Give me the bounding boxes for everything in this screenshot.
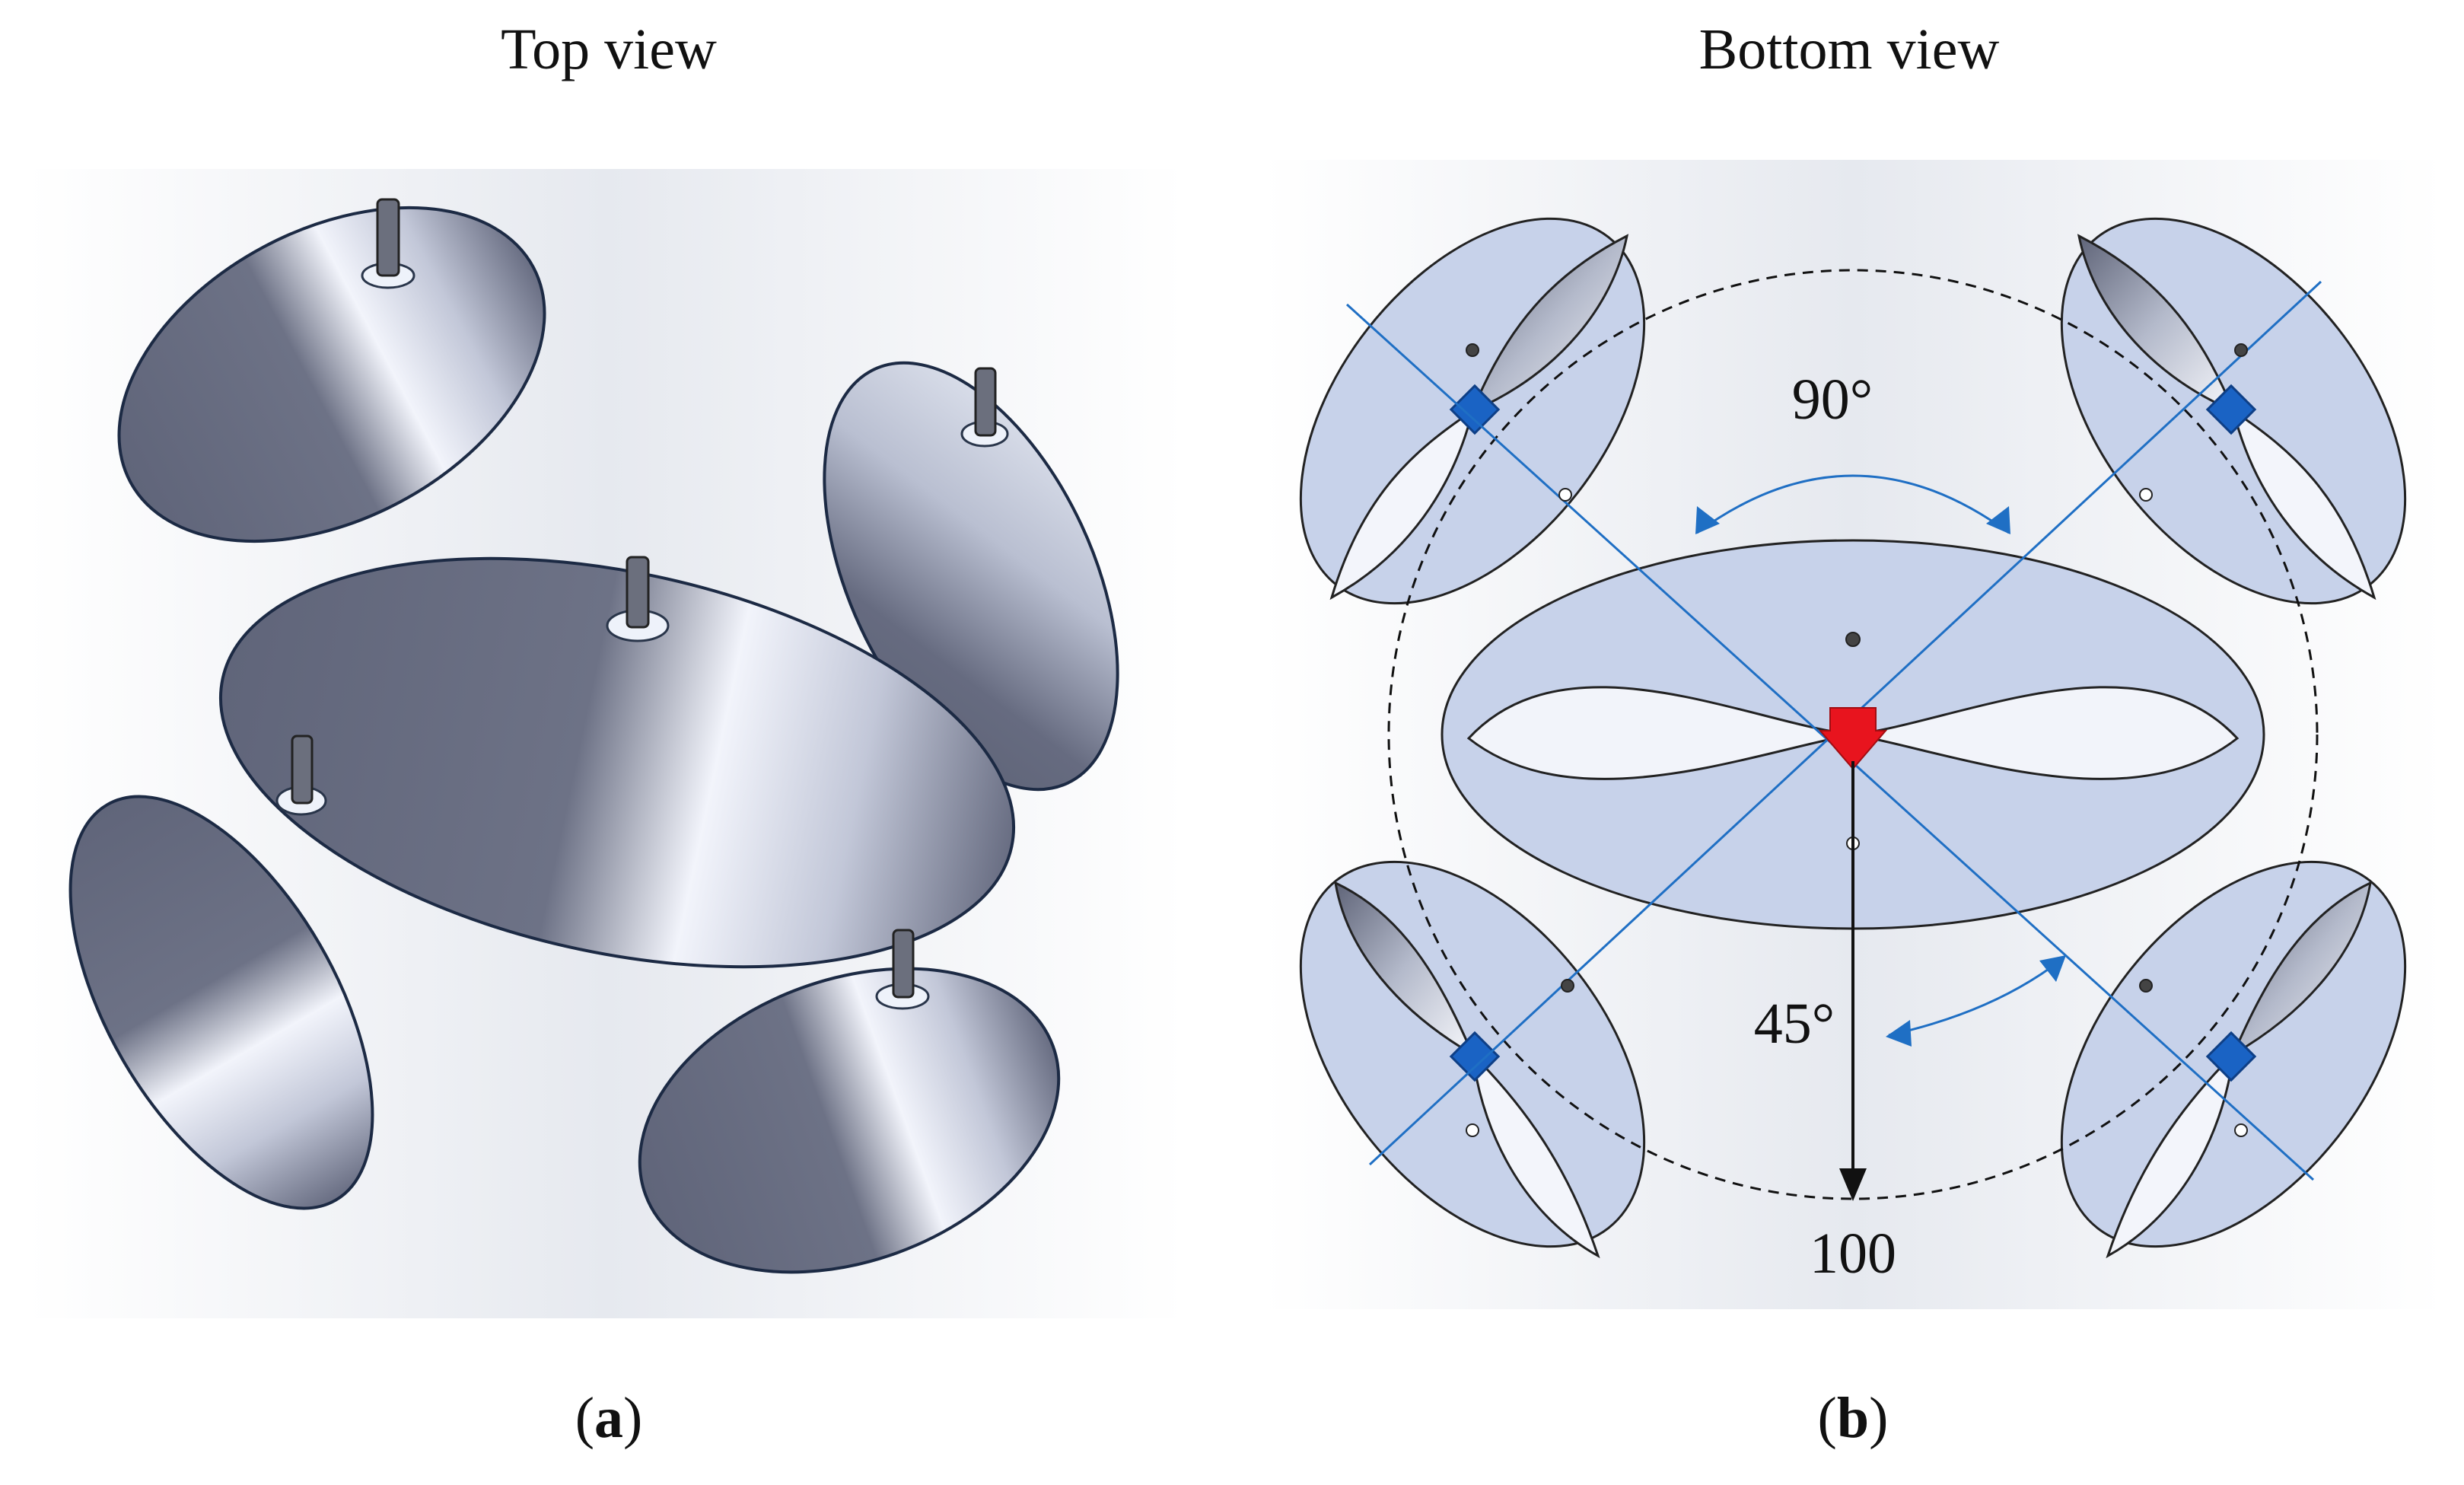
distance-label: 100: [1810, 1222, 1896, 1286]
footprint-upper-left: [1299, 217, 1646, 605]
angle-arc-45: [1886, 955, 2066, 1047]
reference-circle: [1387, 269, 2319, 1200]
caption-b-close: ): [1869, 1386, 1889, 1450]
top-view-panel: [27, 169, 1184, 1318]
mounting-dots: [1466, 343, 2248, 1137]
caption-a-close: ): [623, 1386, 643, 1450]
angle-arc-90: [1695, 474, 2010, 534]
nozzle-lower-left: [68, 735, 374, 1210]
angle-45-label: 45°: [1754, 992, 1835, 1056]
caption-a-open: (: [575, 1386, 594, 1450]
bottom-view-panel: 90° 45° 100: [1263, 160, 2443, 1309]
caption-b-letter: b: [1836, 1386, 1870, 1450]
top-view-title: Top view: [501, 18, 717, 81]
center-nozzle-marker: [1818, 707, 1888, 770]
nozzle-lower-right: [638, 929, 1061, 1274]
caption-a-letter: a: [594, 1386, 623, 1450]
bottom-view-title: Bottom view: [1698, 18, 2000, 81]
radius-arrow: [1839, 761, 1867, 1201]
footprint-upper-right: [2060, 217, 2407, 605]
nozzle-center: [218, 556, 1016, 969]
caption-b-open: (: [1817, 1386, 1837, 1450]
caption-a: (a): [533, 1385, 685, 1452]
caption-b: (b): [1777, 1385, 1929, 1452]
footprint-lower-right: [2060, 860, 2407, 1259]
nozzle-upper-left: [117, 198, 546, 543]
angle-90-label: 90°: [1792, 368, 1873, 432]
